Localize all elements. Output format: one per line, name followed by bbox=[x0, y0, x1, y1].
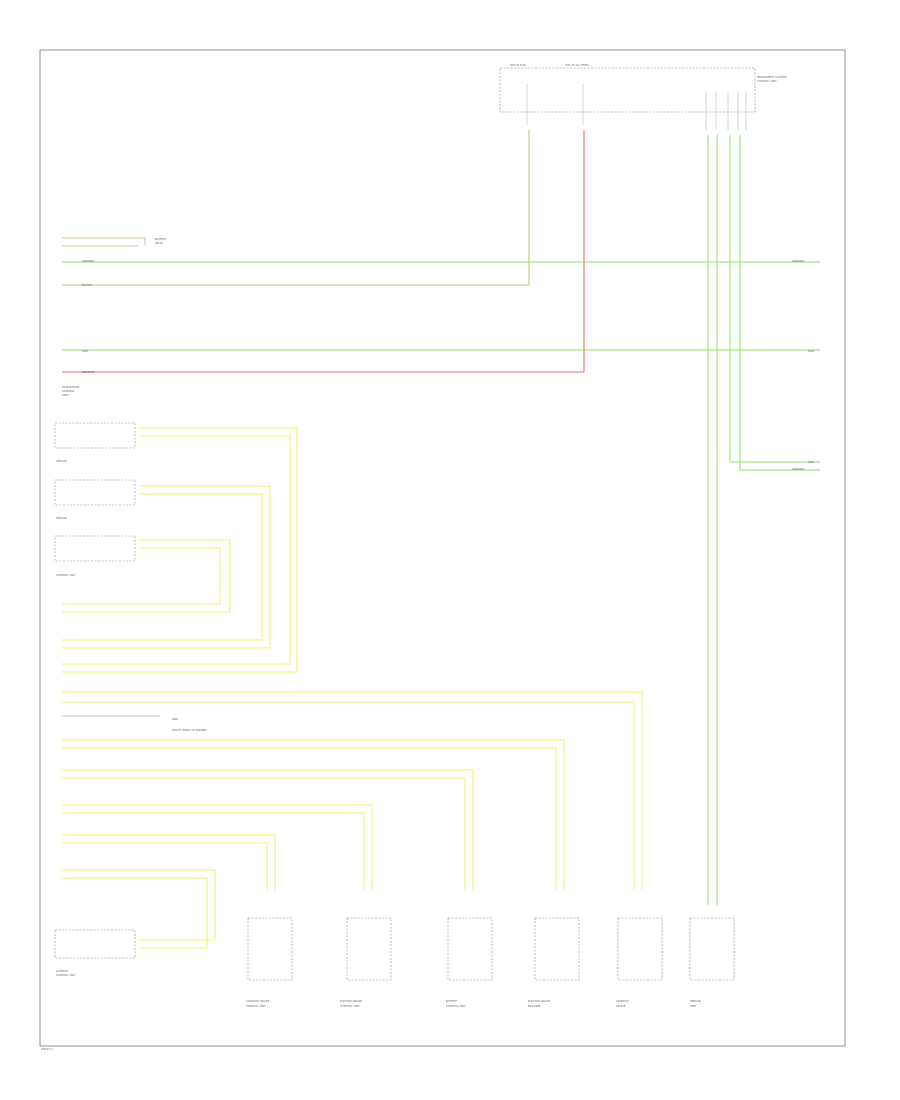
bottom-left-box: GATEWAY CONTROL UNIT bbox=[54, 929, 136, 977]
svg-text:SENSOR: SENSOR bbox=[56, 516, 67, 520]
svg-text:CRUISE: CRUISE bbox=[616, 1004, 626, 1008]
wire-tan-1 bbox=[62, 237, 146, 245]
diagram-border bbox=[39, 49, 846, 1047]
svg-text:UNIT: UNIT bbox=[62, 393, 69, 397]
right-end-label: GRN/WHT bbox=[792, 259, 805, 263]
svg-text:HOT IN RUN: HOT IN RUN bbox=[510, 63, 526, 67]
svg-text:CONTROL UNIT: CONTROL UNIT bbox=[446, 1004, 466, 1008]
svg-text:SENSOR: SENSOR bbox=[56, 459, 67, 463]
yellow-bottom-wires bbox=[62, 691, 643, 949]
wire-green-vertical-4 bbox=[739, 135, 820, 471]
right-end-label: GRN bbox=[808, 460, 814, 464]
right-end-label: GRN/WHT bbox=[792, 467, 805, 471]
svg-text:SENSOR: SENSOR bbox=[690, 999, 701, 1003]
svg-text:BATTERY: BATTERY bbox=[446, 999, 458, 1003]
svg-text:CONTROL UNIT: CONTROL UNIT bbox=[246, 1004, 266, 1008]
svg-text:UNIT: UNIT bbox=[690, 1004, 697, 1008]
svg-text:GATEWAY: GATEWAY bbox=[56, 969, 69, 973]
svg-text:INSTRUMENT CLUSTER: INSTRUMENT CLUSTER bbox=[757, 75, 787, 79]
svg-text:BOOSTER: BOOSTER bbox=[528, 1004, 541, 1008]
svg-text:GRN: GRN bbox=[82, 349, 88, 353]
svg-text:RED/WHT: RED/WHT bbox=[82, 370, 95, 374]
svg-text:(RIGHT FRONT OF ENGINE): (RIGHT FRONT OF ENGINE) bbox=[172, 728, 207, 732]
yellow-loop-wires bbox=[62, 427, 298, 673]
connector-note: BATTERY bbox=[155, 237, 167, 241]
svg-text:GRN/WHT: GRN/WHT bbox=[82, 259, 95, 263]
top-power-connectors: HOT IN RUN HOT AT ALL TIMES INSTRUMENT C… bbox=[499, 63, 787, 130]
bottom-modules: ADAPTIVE CRUISE CONTROL UNIT ELECTRIC BR… bbox=[246, 917, 735, 1008]
svg-text:BLK/YEL: BLK/YEL bbox=[82, 283, 93, 287]
svg-text:ADAPTIVE CRUISE: ADAPTIVE CRUISE bbox=[246, 999, 270, 1003]
svg-text:ADAPTIVE: ADAPTIVE bbox=[616, 999, 629, 1003]
svg-text:ELECTRIC BRAKE: ELECTRIC BRAKE bbox=[340, 999, 362, 1003]
svg-text:ELECTRIC BRAKE: ELECTRIC BRAKE bbox=[528, 999, 550, 1003]
svg-text:CONTROL UNIT: CONTROL UNIT bbox=[56, 973, 76, 977]
wire-green-vertical-3 bbox=[729, 135, 820, 463]
svg-text:HOT AT ALL TIMES: HOT AT ALL TIMES bbox=[565, 63, 589, 67]
right-end-label: GRN bbox=[808, 349, 814, 353]
ground-note: GND bbox=[172, 717, 178, 721]
svg-text:CONTROL UNIT: CONTROL UNIT bbox=[757, 79, 777, 83]
svg-text:CONTROL UNIT: CONTROL UNIT bbox=[340, 1004, 360, 1008]
svg-text:CONTROL UNIT: CONTROL UNIT bbox=[56, 573, 76, 577]
wire-red-vertical bbox=[62, 130, 585, 373]
footer-code: W6647-1 bbox=[41, 1047, 53, 1051]
svg-text:POWERTRAIN: POWERTRAIN bbox=[62, 385, 79, 389]
left-pin-list: GRN/WHT BLK/YEL GRN RED/WHT POWERTRAIN C… bbox=[62, 259, 95, 397]
wire-olive-vertical bbox=[62, 130, 530, 286]
svg-text:CONTROL: CONTROL bbox=[62, 389, 75, 393]
svg-text:RELAY: RELAY bbox=[155, 241, 164, 245]
stacked-sensor-boxes: SENSOR SENSOR CONTROL UNIT bbox=[54, 422, 136, 577]
